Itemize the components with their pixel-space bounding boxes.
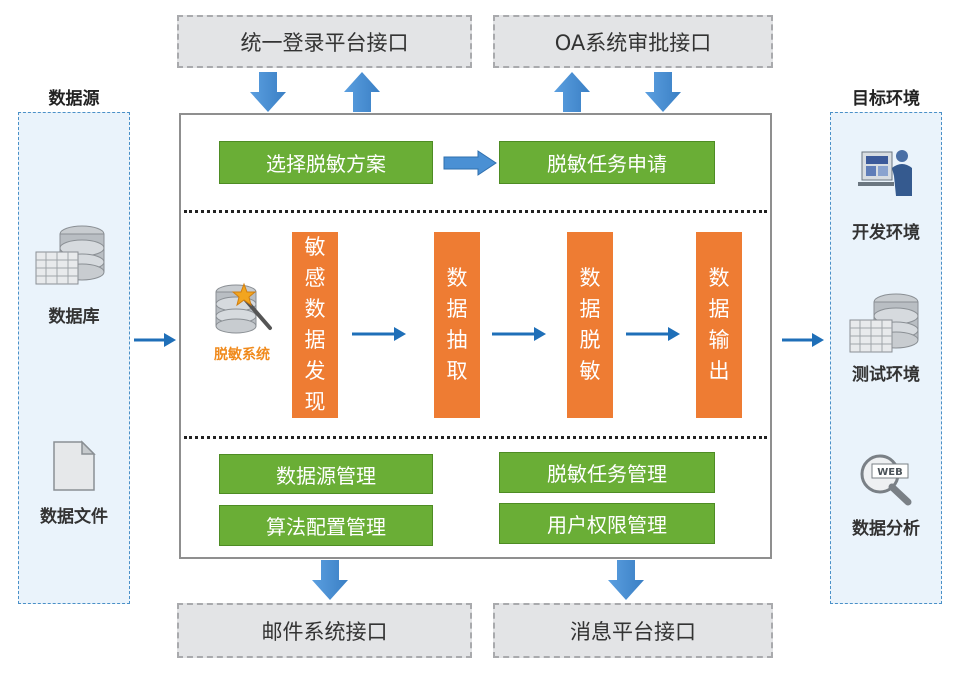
svg-text:WEB: WEB — [877, 467, 902, 478]
task-apply-box: 脱敏任务申请 — [499, 141, 715, 184]
right-arrow-icon — [492, 327, 546, 341]
right-arrow-icon — [782, 333, 824, 347]
right-arrow-icon — [352, 327, 406, 341]
right-arrow-icon — [443, 150, 497, 176]
up-arrow-icon — [554, 72, 590, 112]
select-scheme-box: 选择脱敏方案 — [219, 141, 433, 184]
down-arrow-icon — [608, 560, 644, 600]
source-title: 数据源 — [48, 89, 100, 109]
target-test-label: 测试环境 — [852, 365, 920, 385]
down-arrow-icon — [250, 72, 286, 112]
source-panel — [18, 112, 130, 604]
desensitization-system-icon — [215, 282, 272, 334]
datasource-management-box: 数据源管理 — [219, 454, 433, 494]
source-database-label: 数据库 — [48, 307, 100, 327]
separator — [184, 436, 767, 439]
oa-approval-interface: OA系统审批接口 — [493, 15, 773, 68]
separator — [184, 210, 767, 213]
task-management-box: 脱敏任务管理 — [499, 452, 715, 493]
source-file-label: 数据文件 — [40, 507, 108, 527]
database-icon — [35, 225, 105, 285]
down-arrow-icon — [312, 560, 348, 600]
web-search-icon: WEB — [860, 454, 912, 506]
mail-system-interface: 邮件系统接口 — [177, 603, 472, 658]
message-platform-interface: 消息平台接口 — [493, 603, 773, 658]
permission-management-box: 用户权限管理 — [499, 503, 715, 544]
step-data-mask: 数据脱敏 — [567, 232, 613, 418]
step-data-output: 数据输出 — [696, 232, 742, 418]
unified-login-interface: 统一登录平台接口 — [177, 15, 472, 68]
step-data-extract: 数据抽取 — [434, 232, 480, 418]
target-analysis-label: 数据分析 — [852, 519, 920, 539]
file-icon — [53, 440, 96, 491]
algorithm-config-box: 算法配置管理 — [219, 505, 433, 546]
step-sensitive-discovery: 敏感数据发现 — [292, 232, 338, 418]
target-dev-label: 开发环境 — [852, 223, 920, 243]
right-arrow-icon — [134, 333, 176, 347]
database-icon — [849, 293, 919, 353]
down-arrow-icon — [645, 72, 681, 112]
desensitization-system-label: 脱敏系统 — [214, 347, 270, 363]
right-arrow-icon — [626, 327, 680, 341]
target-title: 目标环境 — [852, 89, 920, 109]
up-arrow-icon — [344, 72, 380, 112]
developer-icon — [858, 150, 912, 196]
target-panel — [830, 112, 942, 604]
